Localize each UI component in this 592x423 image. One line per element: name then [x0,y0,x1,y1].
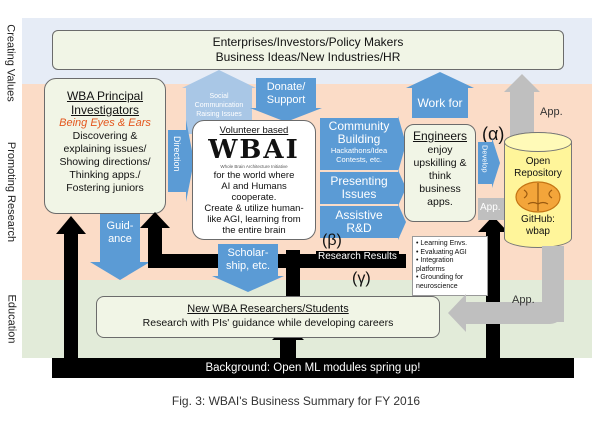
background-bar: Background: Open ML modules spring up! [52,358,574,378]
label-app-mid: App. [480,202,501,213]
arrow-donate-support: Donate/ Support [256,78,316,108]
arrow-presenting-head [398,170,406,206]
label-app-top: App. [540,106,563,118]
arrow-community-building: Community Building Hackathons/Idea Conte… [320,118,398,170]
arrow-left-up-head [56,216,86,234]
wbai-box: Volunteer based WBAI Whole Brain Archite… [192,120,316,240]
arrow-assistive-head [398,204,406,240]
wbai-line-6: the entire brain [222,225,286,236]
engineers-line-4: business [419,183,461,195]
arrow-right-up-head [478,216,508,232]
bullet-item-3: • Integration platforms [416,257,454,273]
arrow-social-head [182,70,256,88]
label-beta: (β) [322,232,342,249]
pi-line-1: Discovering & [72,130,138,142]
label-gamma: (γ) [352,270,371,287]
arrow-scholarship-head [212,276,284,292]
engineers-title: Engineers [412,129,468,143]
arrow-scholarship: Scholar- ship, etc. [218,244,278,276]
engineers-box: Engineers enjoy upskilling & think busin… [404,124,476,222]
arrow-right-up-shaft [486,232,500,358]
arrow-beta-head [140,212,170,228]
wbai-line-2: AI and Humans [221,181,287,192]
engineers-line-5: apps. [427,196,453,208]
arrow-direction-head [186,120,194,202]
engineers-line-3: think [428,170,452,182]
wbai-line-1: for the world where [213,170,295,181]
pi-title-2: Investigators [70,103,140,117]
label-research-results: Research Results [316,251,399,262]
label-app-bottom: App. [512,294,535,306]
band-label-promoting: Promoting Research [5,141,17,243]
arrow-app-mid [478,198,508,220]
band-label-education: Education [5,294,17,344]
arrow-guidance: Guid- ance [100,214,140,262]
arrow-work-for: Work for [412,88,468,118]
figure-caption: Fig. 3: WBAI's Business Summary for FY 2… [171,394,421,408]
arrow-presenting-issues: Presenting Issues [320,172,398,204]
arrow-app-bottom-head [448,294,466,332]
pi-line-2: explaining issues/ [63,143,147,155]
arrow-app-top-head [504,74,540,92]
arrow-center-up-shaft [280,338,296,358]
arrow-direction: Direction [168,130,186,192]
bullet-list-box: • Learning Envs. • Evaluating AGI • Inte… [412,236,488,296]
bullet-item-1: • Learning Envs. [416,240,468,247]
repo-cylinder-top [504,132,572,152]
researchers-box: New WBA Researchers/Students Research wi… [96,296,440,338]
wbai-title: Volunteer based [219,125,289,136]
top-box-line2: Business Ideas/New Industries/HR [215,50,401,64]
arrow-develop-head [492,138,500,188]
wbai-line-5: like AGI, learning from [207,214,301,225]
arrow-app-bottom-horizontal [464,302,564,324]
top-box-line1: Enterprises/Investors/Policy Makers [212,35,404,49]
arrow-gamma-shaft [286,250,300,296]
repo-footer: GitHub: wbap [521,214,555,237]
bullet-item-2: • Evaluating AGI [416,248,467,256]
engineers-line-1: enjoy [427,144,453,156]
engineers-line-2: upskilling & [413,157,467,169]
wbai-logo-sub: Whole Brain Architecture Initiative [220,164,288,169]
repo-title: Open Repository [514,156,562,179]
pi-highlight: Being Eyes & Ears [59,117,151,129]
pi-title-1: WBA Principal [66,89,144,103]
brain-icon [515,181,561,213]
band-label-creating: Creating Values [5,24,18,102]
researchers-body: Research with PIs' guidance while develo… [142,317,394,329]
wbai-logo: WBAI [208,135,300,165]
wbai-line-3: cooperate. [231,192,277,203]
researchers-title: New WBA Researchers/Students [187,303,349,315]
arrow-guidance-head [90,262,150,280]
bullet-item-4: • Grounding for neuroscience [416,274,464,290]
arrow-assistive-rd: Assistive R&D [320,206,398,238]
arrow-community-head [398,116,406,172]
pi-line-3: Showing directions/ [59,156,151,168]
pi-box: WBA Principal Investigators Being Eyes &… [44,78,166,214]
wbai-line-4: Create & utilize human- [204,203,304,214]
pi-line-5: Fostering juniors [66,182,144,194]
pi-line-4: Thinking apps./ [69,169,141,181]
arrow-beta-vertical [148,228,162,268]
top-box-enterprises: Enterprises/Investors/Policy Makers Busi… [52,30,564,70]
arrow-donate-head [250,108,322,122]
arrow-work-for-head [406,72,474,88]
arrow-left-up-shaft [64,234,78,358]
arrow-develop: Develop [478,142,492,184]
